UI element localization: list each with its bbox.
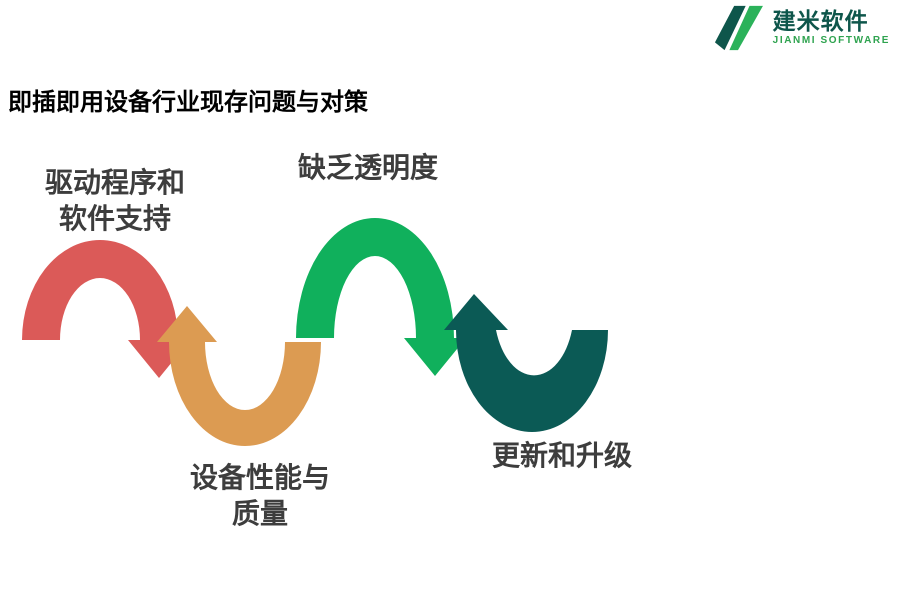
logo-subtitle: JIANMI SOFTWARE [772, 35, 890, 46]
label-driver-support-line2: 软件支持 [58, 203, 171, 234]
label-performance-quality-line1: 设备性能与 [189, 462, 330, 493]
label-driver-support: 驱动程序和 软件支持 [10, 165, 220, 237]
logo-wordmark: 建米软件 [772, 8, 869, 34]
page-title: 即插即用设备行业现存问题与对策 [8, 89, 368, 116]
logo-icon [714, 5, 763, 51]
arc-performance-quality [157, 306, 321, 446]
arc-update-upgrade [444, 294, 608, 432]
logo: 建米软件 JIANMI SOFTWARE [711, 4, 890, 52]
label-update-upgrade-line1: 更新和升级 [491, 440, 632, 471]
logo-text: 建米软件 JIANMI SOFTWARE [773, 8, 890, 48]
logo-icon-green-stroke [729, 5, 763, 51]
label-driver-support-line1: 驱动程序和 [44, 167, 185, 198]
label-performance-quality-line2: 质量 [231, 498, 288, 529]
label-transparency: 缺乏透明度 [283, 150, 453, 186]
label-transparency-line1: 缺乏透明度 [297, 152, 438, 183]
arc-transparency [296, 218, 466, 376]
label-update-upgrade: 更新和升级 [472, 438, 652, 474]
label-performance-quality: 设备性能与 质量 [155, 460, 365, 532]
logo-icon-dark-stroke [714, 5, 746, 51]
arc-driver-support [22, 240, 190, 378]
